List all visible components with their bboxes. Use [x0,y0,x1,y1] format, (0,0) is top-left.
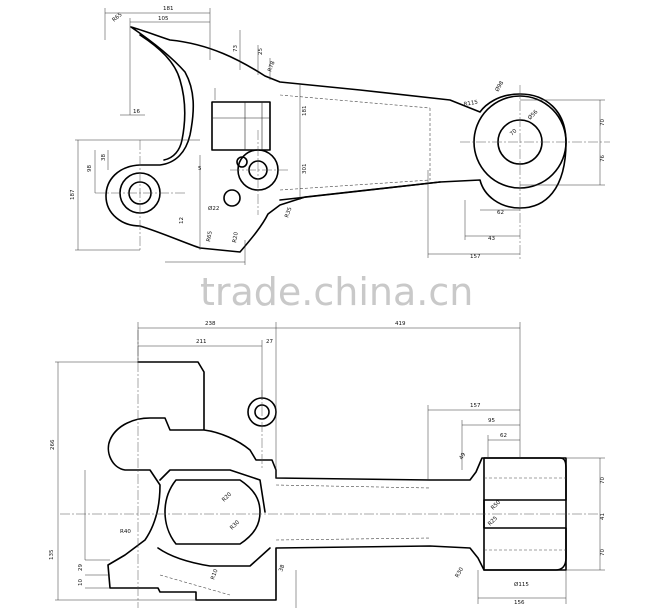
dim-98: 98 [87,165,93,172]
hook-inner [139,34,186,161]
dim-r35: R35 [284,206,294,219]
dim-r30: R30 [229,519,241,531]
dim-38: 38 [101,154,107,161]
dim-d70: 70 [509,128,519,138]
dim-12: 12 [179,217,185,224]
dim-62: 62 [500,433,507,439]
dim-38: 38 [278,564,286,573]
dim-301: 301 [302,164,308,175]
small-hole [223,189,241,207]
dim-29: 29 [78,564,84,571]
dim-76: 76 [600,155,606,162]
dim-62: 62 [497,210,504,216]
dim-70-bottom: 70 [600,549,606,556]
dim-r20: R20 [221,491,233,503]
dim-157: 157 [470,254,481,260]
dim-16: 16 [133,109,140,115]
watermark: trade.china.cn [200,270,473,314]
dim-187: 187 [70,189,76,200]
dim-70-top: 70 [600,477,606,484]
dim-238: 238 [205,321,216,327]
fork-inner-upper [159,469,266,513]
dim-r65: R65 [111,12,124,24]
dim-156: 156 [514,600,525,606]
top-view-outline [105,26,567,253]
dim-70: 70 [600,119,606,126]
dim-135: 135 [49,549,55,560]
dim-r50: R50 [490,499,502,511]
dim-r56: Ø56 [526,108,539,121]
dim-r98: Ø98 [494,79,506,93]
center-window [164,479,261,545]
dim-266: 266 [50,439,56,450]
dim-181: 181 [163,6,174,12]
dim-r22: Ø22 [208,205,219,212]
dim-r40: R40 [120,529,131,535]
dim-5: 5 [198,166,202,172]
dim-27: 27 [266,339,273,345]
dim-r10: R10 [210,568,220,581]
dim-105: 105 [158,16,169,22]
dim-73: 73 [233,45,239,52]
top-view: 181 105 R65 73 25 R78 Ø98 R115 Ø56 70 70… [70,6,610,265]
dim-r65b: R65 [206,230,214,242]
dim-r25: R25 [487,515,499,527]
dim-211: 211 [196,339,207,345]
bottom-view-outline [107,361,567,601]
dim-25: 25 [258,48,264,55]
dim-41: 41 [600,513,606,520]
dim-r115: R115 [463,99,479,107]
body-window [211,101,271,151]
dim-r78: R78 [267,60,277,73]
dim-157: 157 [470,403,481,409]
fork-inner-lower [157,547,271,567]
dim-181v: 181 [302,106,308,117]
dim-10: 10 [78,579,84,586]
dim-r115: Ø115 [514,581,529,588]
dim-43: 43 [488,236,495,242]
dim-49: 49 [459,452,468,461]
dim-r20: R20 [232,231,240,243]
bottom-view: 238 419 211 27 266 157 95 62 70 41 70 13… [49,321,606,608]
dim-r30b: R30 [455,566,466,579]
dim-95: 95 [488,418,495,424]
dim-419: 419 [395,321,406,327]
